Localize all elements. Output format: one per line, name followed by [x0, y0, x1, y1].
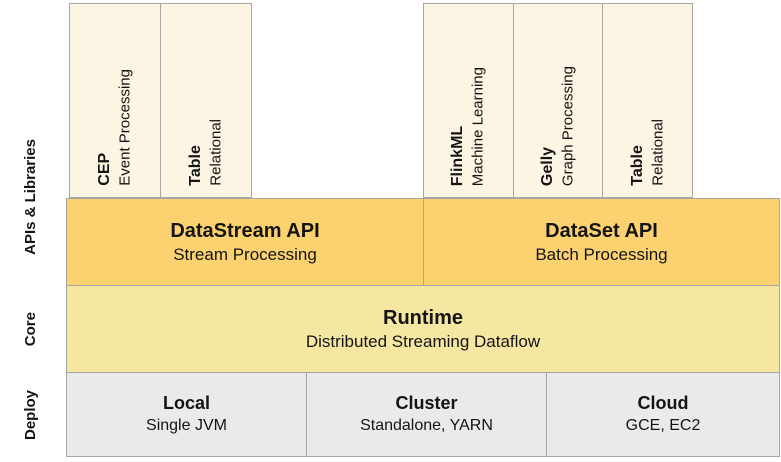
dataset-api-subtitle: Batch Processing — [535, 244, 668, 264]
deploy-cloud-subtitle: GCE, EC2 — [625, 416, 701, 434]
runtime-title: Runtime — [383, 306, 463, 329]
datastream-api-title: DataStream API — [170, 219, 320, 242]
dataset-api-title: DataSet API — [545, 219, 658, 242]
deploy-local-box: Local Single JVM — [67, 373, 306, 456]
library-subtitle: Relational — [207, 119, 225, 186]
library-box-table-stream: Table Relational — [160, 3, 252, 198]
library-title: FlinkML — [449, 125, 467, 186]
api-row: DataStream API Stream Processing DataSet… — [66, 198, 780, 286]
side-label-core: Core — [0, 286, 62, 373]
library-box-table-stream-text: Table Relational — [185, 119, 227, 186]
dataset-api-box: DataSet API Batch Processing — [423, 199, 779, 285]
side-label-deploy-text: Deploy — [21, 389, 39, 440]
library-box-table-batch-text: Table Relational — [627, 119, 669, 186]
deploy-cluster-subtitle: Standalone, YARN — [360, 416, 493, 434]
core-row: Runtime Distributed Streaming Dataflow — [66, 285, 780, 373]
datastream-api-box: DataStream API Stream Processing — [67, 199, 423, 285]
library-box-flinkml: FlinkML Machine Learning — [423, 3, 514, 198]
deploy-cloud-title: Cloud — [637, 393, 689, 414]
side-label-apis-libraries: APIs & Libraries — [0, 125, 62, 269]
library-subtitle: Graph Processing — [559, 65, 577, 186]
deploy-cluster-box: Cluster Standalone, YARN — [306, 373, 546, 456]
library-title: Table — [628, 145, 646, 186]
library-title: Gelly — [539, 146, 557, 186]
datastream-api-subtitle: Stream Processing — [173, 244, 317, 264]
library-box-gelly-text: Gelly Graph Processing — [537, 66, 579, 186]
library-box-cep: CEP Event Processing — [69, 3, 161, 198]
side-label-apis-libraries-text: APIs & Libraries — [21, 139, 39, 255]
library-box-cep-text: CEP Event Processing — [94, 69, 136, 186]
library-box-flinkml-text: FlinkML Machine Learning — [447, 67, 489, 186]
library-subtitle: Machine Learning — [470, 66, 487, 186]
side-label-core-text: Core — [21, 312, 39, 347]
library-group-datastream: CEP Event Processing Table Relational — [69, 3, 252, 198]
library-group-dataset: FlinkML Machine Learning Gelly Graph Pro… — [423, 3, 694, 198]
library-box-gelly: Gelly Graph Processing — [512, 3, 604, 198]
deploy-cluster-title: Cluster — [395, 393, 458, 414]
side-label-deploy: Deploy — [0, 373, 62, 457]
deploy-local-subtitle: Single JVM — [146, 416, 227, 434]
runtime-subtitle: Distributed Streaming Dataflow — [305, 331, 541, 351]
runtime-box: Runtime Distributed Streaming Dataflow — [67, 286, 779, 372]
library-title: CEP — [96, 153, 114, 186]
library-subtitle: Relational — [649, 119, 667, 186]
deploy-row: Local Single JVM Cluster Standalone, YAR… — [66, 372, 780, 457]
library-title: Table — [187, 145, 205, 186]
library-box-table-batch: Table Relational — [602, 3, 694, 198]
library-subtitle: Event Processing — [116, 69, 134, 186]
deploy-local-title: Local — [162, 393, 210, 414]
deploy-cloud-box: Cloud GCE, EC2 — [546, 373, 779, 456]
